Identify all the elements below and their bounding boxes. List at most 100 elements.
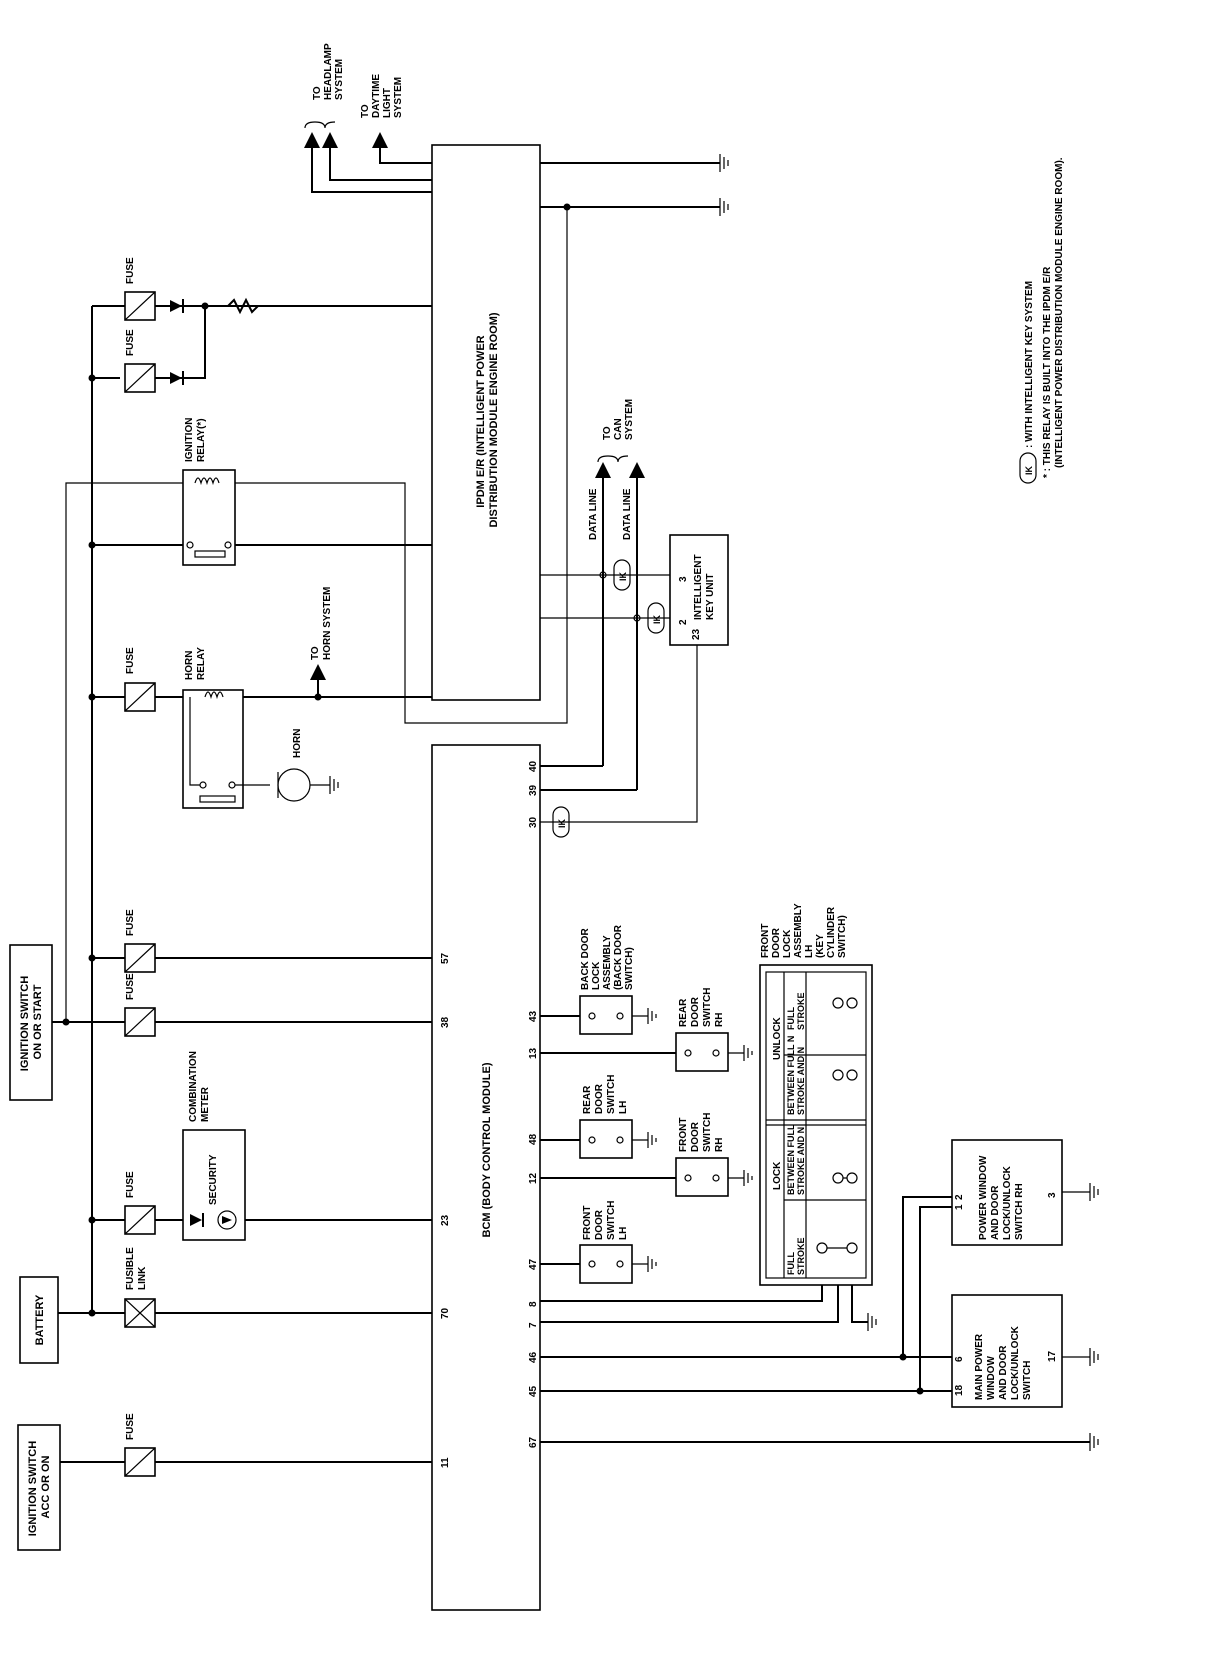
svg-text:45: 45 [528, 1385, 539, 1397]
battery-label: BATTERY [34, 1294, 46, 1345]
svg-text:12: 12 [528, 1172, 539, 1184]
svg-text:IGNITIONRELAY(*): IGNITIONRELAY(*) [184, 418, 207, 462]
fuse-meter: FUSE [124, 1171, 156, 1235]
bcm-left-pins: 11 70 23 38 57 [440, 952, 451, 1468]
horn-relay: HORNRELAY [182, 647, 270, 809]
svg-text:3: 3 [1047, 1192, 1058, 1198]
svg-text:FRONTDOORSWITCHLH: FRONTDOORSWITCHLH [582, 1201, 629, 1240]
svg-text:IK: IK [618, 571, 628, 581]
bcm-label: BCM (BODY CONTROL MODULE) [481, 1062, 493, 1237]
svg-text:47: 47 [528, 1258, 539, 1270]
ipdm-er: IPDM E/R (INTELLIGENT POWER DISTRIBUTION… [431, 144, 541, 701]
ign-on-line1: IGNITION SWITCH [19, 976, 31, 1071]
ign-on-line2: ON OR START [32, 984, 44, 1059]
svg-text:IK: IK [557, 818, 567, 828]
svg-text:48: 48 [528, 1133, 539, 1145]
fuse-upper-1: FUSE [124, 329, 156, 393]
fuses: FUSE FUSIBLELINK FUSE FUSE FUSE FUSE FUS… [124, 257, 156, 1477]
svg-text:FUSIBLELINK: FUSIBLELINK [125, 1247, 148, 1290]
bcm-right-pins: 67 45 46 7 8 47 12 48 13 43 30 39 40 [528, 760, 539, 1448]
svg-text:2: 2 [954, 1194, 965, 1200]
junction-dots [62, 203, 924, 1395]
to-horn-system: TOHORN SYSTEM [310, 587, 333, 697]
svg-text:30: 30 [528, 816, 539, 828]
fuse-horn: FUSE [124, 647, 156, 712]
ign-acc-line1: IGNITION SWITCH [27, 1441, 39, 1536]
power-wires [52, 162, 720, 1463]
svg-text:8: 8 [528, 1301, 539, 1307]
svg-text:57: 57 [440, 952, 451, 964]
bcm: BCM (BODY CONTROL MODULE) [431, 744, 541, 1611]
svg-text:FUSE: FUSE [125, 329, 136, 356]
svg-text:FUSE: FUSE [125, 647, 136, 674]
svg-text:TOHORN SYSTEM: TOHORN SYSTEM [310, 587, 333, 660]
svg-text:6: 6 [954, 1356, 965, 1362]
svg-text:2: 2 [678, 619, 689, 625]
fuse-57: FUSE [124, 909, 156, 973]
ignition-on-start-source: IGNITION SWITCH ON OR START [9, 944, 53, 1101]
svg-text:IK: IK [652, 614, 662, 624]
svg-text:FUSE: FUSE [125, 973, 136, 1000]
svg-text:40: 40 [528, 760, 539, 772]
svg-text:FRONTDOORSWITCHRH: FRONTDOORSWITCHRH [678, 1113, 725, 1152]
battery-source: BATTERY [19, 1276, 59, 1364]
svg-text:23: 23 [691, 628, 702, 640]
rear-door-switch-lh: REARDOORSWITCHLH [579, 1075, 657, 1159]
svg-text:TODAYTIMELIGHTSYSTEM: TODAYTIMELIGHTSYSTEM [360, 74, 404, 118]
svg-text:MAIN POWERWINDOWAND DOORLOCK/U: MAIN POWERWINDOWAND DOORLOCK/UNLOCKSWITC… [974, 1325, 1033, 1400]
svg-text:7: 7 [528, 1322, 539, 1328]
svg-text:46: 46 [528, 1351, 539, 1363]
svg-text:IGNITION SWITCH ACC OR O: IGNITION SWITCH ACC OR ON [27, 1438, 52, 1536]
svg-text:BACK DOORLOCKASSEMBLY(BACK DOO: BACK DOORLOCKASSEMBLY(BACK DOORSWITCH) [580, 924, 635, 990]
front-door-switch-lh: FRONTDOORSWITCHLH [579, 1201, 657, 1284]
fusible-link: FUSIBLELINK [124, 1247, 156, 1328]
ik-badges: IK IK IK [552, 559, 665, 838]
main-power-window-switch: 18 6 17 MAIN POWERWINDOWAND DOORLOCK/UNL… [951, 1294, 1099, 1408]
svg-text:DATA LINE: DATA LINE [622, 488, 633, 540]
ik-note: : WITH INTELLIGENT KEY SYSTEM [1024, 281, 1035, 448]
svg-text:BETWEEN FULLSTROKE AND N: BETWEEN FULLSTROKE AND N [786, 1124, 806, 1195]
svg-text:FUSE: FUSE [125, 257, 136, 284]
svg-text:REARDOORSWITCHLH: REARDOORSWITCHLH [582, 1075, 629, 1114]
svg-text:IGNITION SWITCH ON OR ST: IGNITION SWITCH ON OR START [19, 973, 44, 1071]
svg-text:TOHEADLAMPSYSTEM: TOHEADLAMPSYSTEM [312, 43, 345, 100]
svg-text:67: 67 [528, 1436, 539, 1448]
svg-text:FRONTDOORLOCKASSEMBLYLH(KEYCYL: FRONTDOORLOCKASSEMBLYLH(KEYCYLINDERSWITC… [760, 903, 848, 958]
combination-meter: SECURITY COMBINATIONMETER [182, 1051, 246, 1241]
svg-text:FUSE: FUSE [125, 1171, 136, 1198]
svg-text:REARDOORSWITCHRH: REARDOORSWITCHRH [678, 988, 725, 1027]
rear-door-switch-rh: REARDOORSWITCHRH [675, 988, 753, 1072]
svg-text:IK: IK [1024, 465, 1034, 475]
ignition-acc-on-source: IGNITION SWITCH ACC OR ON [17, 1424, 61, 1551]
svg-text:70: 70 [440, 1307, 451, 1319]
security-label: SECURITY [208, 1154, 219, 1205]
horn: HORN [277, 729, 339, 802]
svg-text:POWER WINDOWAND DOORLOCK/UNLOC: POWER WINDOWAND DOORLOCK/UNLOCKSWITCH RH [978, 1155, 1025, 1240]
star-note-2: (INTELLIGENT POWER DISTRIBUTION MODULE E… [1054, 157, 1065, 468]
svg-text:11: 11 [440, 1457, 451, 1468]
svg-text:FUSE: FUSE [125, 1413, 136, 1440]
diodes-resistor [155, 297, 259, 385]
svg-text:FULLSTROKE: FULLSTROKE [786, 992, 806, 1030]
to-headlamp-daytime: TOHEADLAMPSYSTEM TODAYTIMELIGHTSYSTEM [304, 43, 432, 193]
svg-text:HORN: HORN [292, 729, 303, 758]
fuse-upper-2: FUSE [124, 257, 156, 321]
front-door-switch-rh: FRONTDOORSWITCHRH [675, 1113, 753, 1197]
ipdm-grounds [719, 154, 729, 216]
svg-text:UNLOCK: UNLOCK [772, 1016, 783, 1060]
star-note-1: * : THIS RELAY IS BUILT INTO THE IPDM E/… [1042, 266, 1053, 478]
svg-text:IPDM E/R (INTELLIGENT POWER: IPDM E/R (INTELLIGENT POWER DISTRIBUTION… [475, 312, 500, 527]
intelligent-key-unit: 3 2 23 INTELLIGENTKEY UNIT [540, 534, 729, 823]
svg-text:HORNRELAY: HORNRELAY [184, 647, 207, 680]
svg-text:FUSE: FUSE [125, 909, 136, 936]
svg-text:17: 17 [1047, 1350, 1058, 1362]
back-door-lock-assembly: BACK DOORLOCKASSEMBLY(BACK DOORSWITCH) [579, 924, 657, 1035]
ignition-relay: IGNITIONRELAY(*) [182, 418, 236, 566]
fuse-38: FUSE [124, 973, 156, 1037]
svg-text:FULLSTROKE: FULLSTROKE [786, 1237, 806, 1275]
svg-text:43: 43 [528, 1010, 539, 1022]
ipdm-line2: DISTRIBUTION MODULE ENGINE ROOM) [488, 312, 500, 527]
ign-acc-line2: ACC OR ON [40, 1455, 52, 1518]
svg-text:23: 23 [440, 1214, 451, 1226]
